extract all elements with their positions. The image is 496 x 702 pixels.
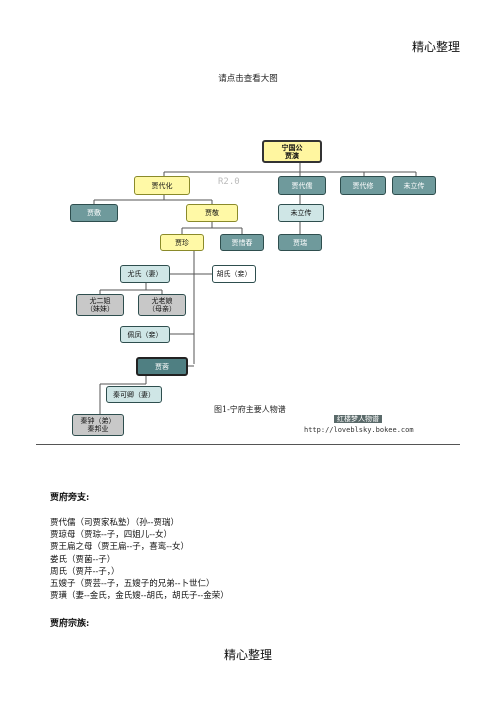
node-jia-rong[interactable]: 贾蓉 xyxy=(136,357,188,376)
list-item: 贾璜（妻--金氏，金氏嫂--胡氏，胡氏子--金荣） xyxy=(50,591,229,602)
node-you-laoniang[interactable]: 尤老娘 （母亲） xyxy=(138,294,186,316)
node-qin-zhong[interactable]: 秦钟（弟） 秦邦业 xyxy=(72,414,124,436)
side-branch-title: 贾府旁支: xyxy=(50,493,90,503)
node-jia-zhen[interactable]: 贾珍 xyxy=(160,234,204,251)
list-item: 贾代儒（司贾家私塾）（孙--贾瑞） xyxy=(50,518,179,528)
list-item: 周氏（贾芹--子，） xyxy=(50,566,120,577)
page-header: 精心整理 xyxy=(411,40,460,54)
divider-line xyxy=(36,444,460,445)
node-jia-dairu[interactable]: 贾代儒 xyxy=(278,176,326,195)
list-item: 贾琼母（贾琮--子，四姐儿--女） xyxy=(50,530,172,541)
node-jia-fu[interactable]: 贾敷 xyxy=(70,204,118,222)
node-jia-daixiu[interactable]: 贾代修 xyxy=(340,176,386,195)
node-weilizhuan-2[interactable]: 未立传 xyxy=(278,204,324,222)
node-jia-jing[interactable]: 贾敬 xyxy=(186,204,238,222)
node-youshi[interactable]: 尤氏（妻） xyxy=(120,265,170,283)
faint-watermark: R2.0 xyxy=(218,177,240,187)
watermark-label: 红楼梦人物谱 xyxy=(334,414,382,424)
node-qin-keqing[interactable]: 秦可卿（妻） xyxy=(106,386,162,403)
node-hushi[interactable]: 胡氏（妾） xyxy=(212,265,256,283)
node-jia-xichun[interactable]: 贾惜春 xyxy=(220,234,264,251)
side-branch-list: 贾代儒（司贾家私塾）（孙--贾瑞） 贾琼母（贾琮--子，四姐儿--女） 贾王扁之… xyxy=(50,517,229,602)
node-you-erjie[interactable]: 尤二姐 （妹妹） xyxy=(76,294,124,316)
list-item: 娄氏（贾菌--子） xyxy=(50,554,116,565)
view-large-hint[interactable]: 请点击查看大图 xyxy=(218,74,278,84)
node-peifeng[interactable]: 佩凤（妾） xyxy=(120,326,170,343)
node-ningguogong[interactable]: 宁国公 贾演 xyxy=(262,140,322,163)
node-jia-rui[interactable]: 贾瑞 xyxy=(278,234,322,251)
family-tree-figure[interactable]: 宁国公 贾演 贾代化 贾代儒 贾代修 未立传 贾敷 贾敬 未立传 贾珍 贾惜春 … xyxy=(64,128,436,442)
figure-caption: 图1-宁府主要人物谱 xyxy=(214,405,286,414)
list-item: 贾王扁之母（贾王扁--子，喜鸾--女） xyxy=(50,542,189,553)
node-weilizhuan-1[interactable]: 未立传 xyxy=(392,176,436,195)
list-item: 五嫂子（贾芸--子，五嫂子的兄弟--卜世仁） xyxy=(50,579,215,590)
clan-title: 贾府宗族: xyxy=(50,619,90,629)
page-footer: 精心整理 xyxy=(223,648,272,662)
node-jia-daihua[interactable]: 贾代化 xyxy=(134,176,190,195)
watermark-url: http://loveblsky.bokee.com xyxy=(304,426,414,434)
